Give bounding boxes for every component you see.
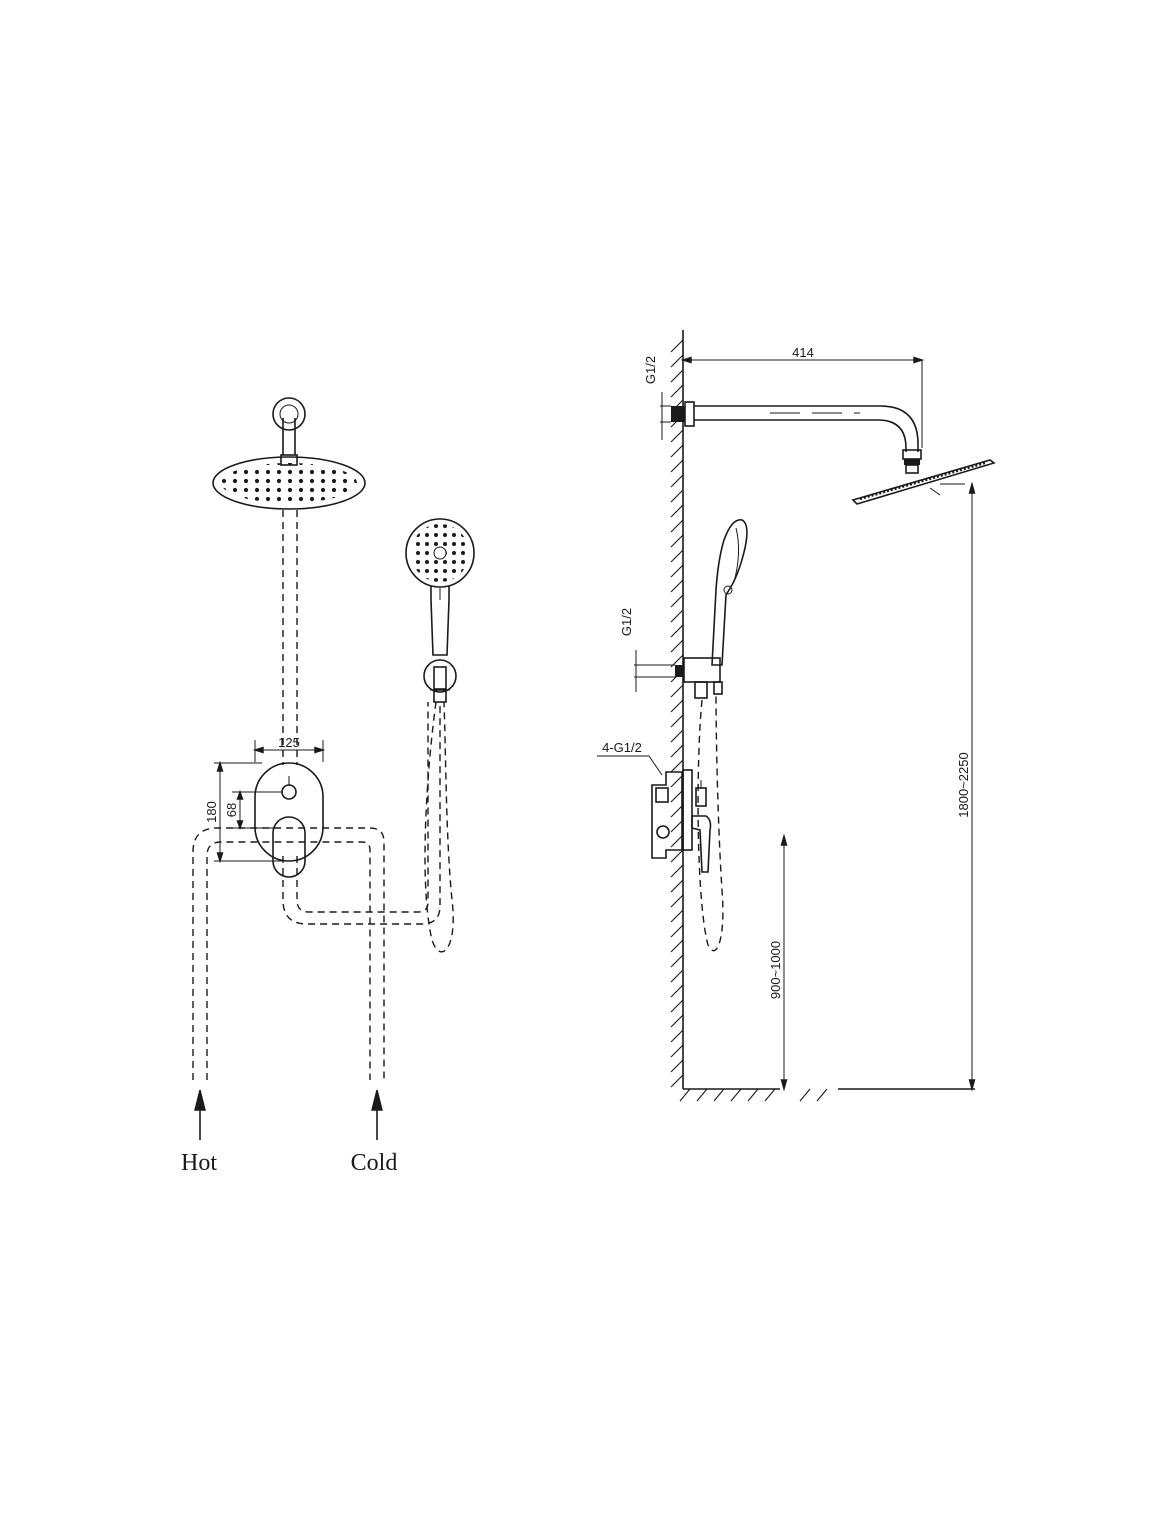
dim-offset-label: 68 [224,803,239,817]
dim-offset: 68 [224,789,282,831]
thread-top-label: G1/2 [643,356,658,384]
hand-shower-holder [423,659,457,703]
thread-top: G1/2 [643,356,671,440]
front-view: 125 180 68 Hot Cold [181,397,475,1176]
dim-head-height-label: 1800~2250 [956,752,971,817]
dim-head-height: 1800~2250 [929,481,976,1092]
mixer-cover-plate [254,762,324,878]
dim-height-label: 180 [204,801,219,823]
hot-inlet: Hot [181,1089,217,1176]
dim-valve-height: 900~1000 [768,833,788,1092]
inlet-pipes [192,702,441,1080]
dim-arm: 414 [680,345,925,448]
cold-label: Cold [351,1150,398,1176]
hand-shower [405,518,475,656]
floor [679,1088,975,1102]
rain-shower-head [212,454,366,510]
cold-inlet: Cold [351,1089,398,1176]
hand-shower-hose [424,701,454,953]
mixer-body-side [651,769,712,873]
dim-width-label: 125 [278,735,300,750]
dim-arm-label: 414 [792,345,814,360]
dim-width: 125 [252,735,326,762]
thread-valve: 4-G1/2 [597,740,663,776]
overhead-supply-pipe [282,510,298,765]
dim-height: 180 [204,760,282,864]
side-view: G1/2 414 G1/2 [597,330,996,1102]
thread-valve-label: 4-G1/2 [602,740,642,755]
rain-shower-head-side [851,459,996,505]
shower-arm-bracket [272,397,306,455]
wall [670,330,684,1089]
thread-hand-label: G1/2 [619,608,634,636]
dim-valve-height-label: 900~1000 [768,941,783,999]
hot-label: Hot [181,1150,217,1176]
shower-arm [671,401,922,474]
thread-hand: G1/2 [619,608,675,692]
hand-shower-side [675,519,748,952]
